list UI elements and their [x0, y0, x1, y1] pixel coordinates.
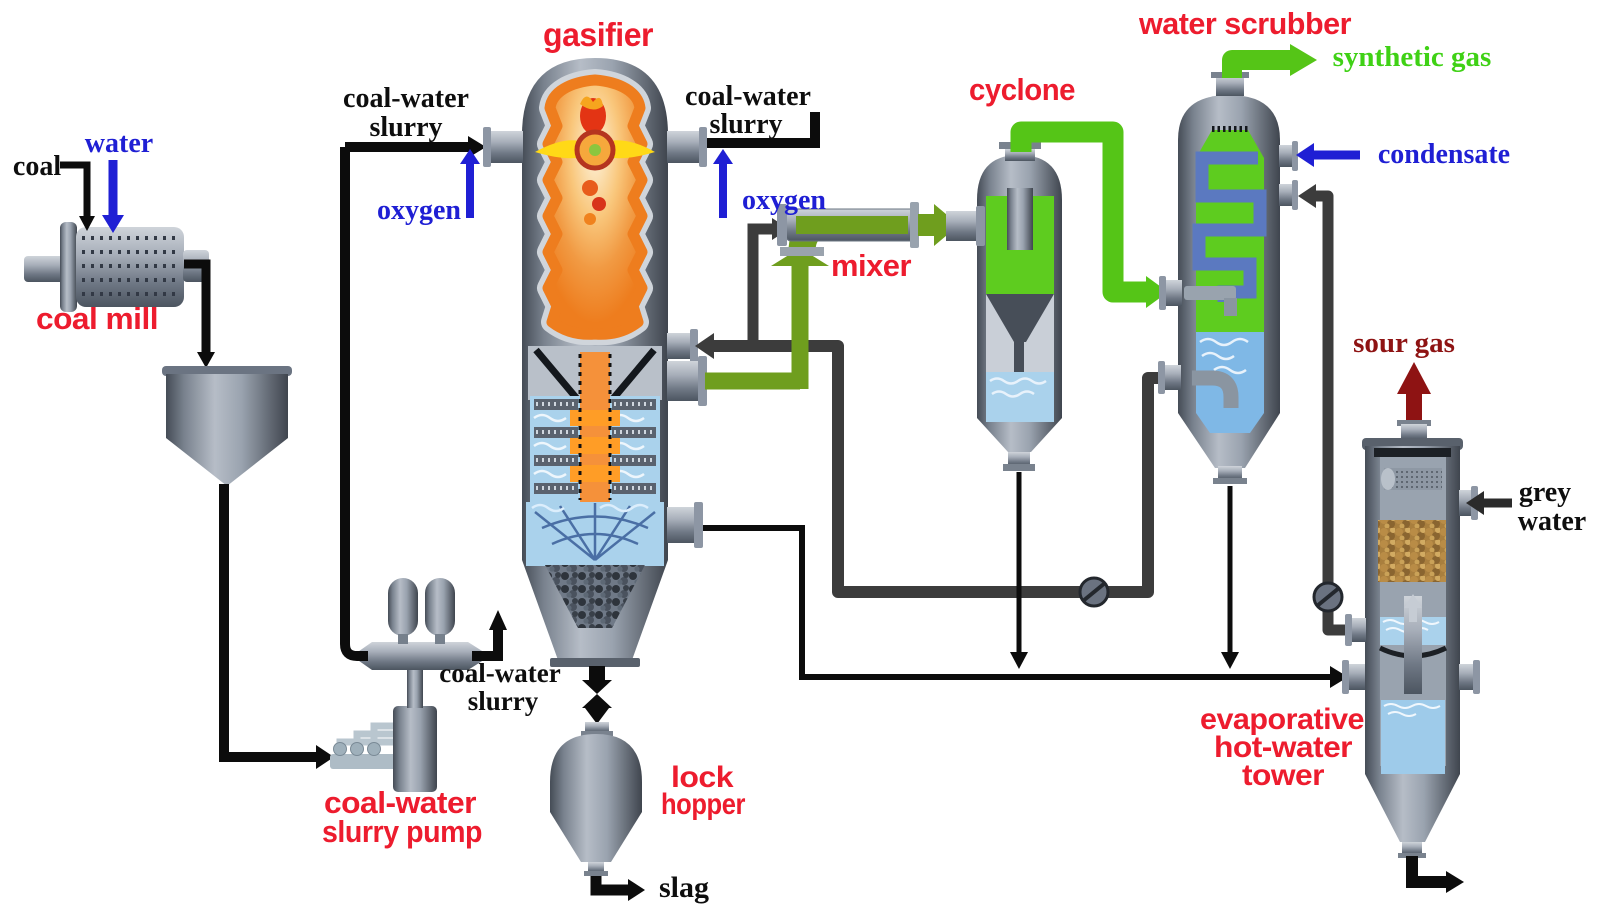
pump-slurry-label-1: coal-water	[439, 658, 560, 688]
pump-shaft	[407, 658, 423, 708]
coal-water-slurry-pump	[330, 578, 490, 792]
lock-hopper-label-2: hopper	[661, 788, 746, 821]
coal-feed-line	[60, 161, 95, 231]
scrubber-drain-arrowhead	[1221, 652, 1239, 669]
oxygen-right-label: oxygen	[742, 185, 826, 216]
synthetic-gas-label: synthetic gas	[1333, 41, 1492, 73]
tower-lower-water	[1381, 700, 1445, 774]
gasifier-slag-pebbles	[545, 565, 645, 628]
tower-to-scrubber-pipe	[1298, 184, 1358, 636]
tower-demister-mesh	[1381, 468, 1442, 490]
pump-header	[352, 642, 490, 670]
oxygen-left-arrow	[460, 149, 480, 218]
coal-label: coal	[13, 151, 61, 182]
grey-water-line	[1466, 491, 1512, 515]
valve-icon	[1078, 576, 1110, 608]
lock-hopper-vessel	[550, 666, 645, 901]
slurry-left-label-2: slurry	[369, 112, 442, 143]
raw-gas-line	[705, 248, 829, 390]
grey-water-label-1: grey	[1519, 477, 1571, 508]
gasifier-label: gasifier	[543, 16, 654, 53]
water-scrubber-vessel	[1158, 72, 1298, 484]
tower-nozzles	[1342, 486, 1480, 694]
gasifier-web	[534, 503, 656, 561]
slurry-pump-label-2: slurry pump	[322, 814, 482, 849]
black-water-line	[703, 472, 1348, 688]
tower-chimney	[1404, 596, 1422, 694]
mill-outlet-pipe	[184, 259, 215, 368]
water-label: water	[85, 128, 153, 159]
cyclone-to-scrubber-pipe	[1010, 121, 1168, 308]
coal-arrowhead	[79, 216, 95, 231]
slurry-left-label-1: coal-water	[343, 83, 469, 114]
gasifier-vessel	[483, 58, 707, 667]
gasifier-trays	[534, 399, 656, 494]
evaporative-tower-label-3: tower	[1242, 759, 1325, 792]
evaporative-tower-label-1: evaporative	[1200, 703, 1364, 736]
flame-icon	[535, 96, 655, 225]
evaporative-tower-vessel	[1342, 362, 1480, 893]
scrubber-dipleg	[1192, 370, 1239, 408]
slurry-right-label-2: slurry	[709, 109, 782, 140]
coal-mill	[24, 222, 209, 312]
valve-icon	[1312, 581, 1344, 613]
cyclone-vessel	[946, 142, 1062, 471]
lock-hopper-label-1: lock	[671, 761, 734, 794]
tower-packing-beads	[1378, 520, 1446, 582]
condensate-line	[1296, 143, 1360, 167]
slurry-left-arrowhead	[468, 136, 486, 158]
hopper-to-pump-pipe	[219, 484, 334, 769]
pump-slurry-label-2: slurry	[468, 686, 539, 716]
slurry-pump-label-1: coal-water	[324, 785, 476, 820]
condensate-label: condensate	[1378, 139, 1510, 170]
cyclone-label: cyclone	[969, 72, 1075, 107]
cyclone-vortex-finder	[1007, 188, 1033, 250]
grey-water-label-2: water	[1518, 506, 1586, 537]
lock-hopper-valve-icon	[582, 680, 612, 694]
sour-gas-arrow	[1397, 362, 1431, 430]
slurry-right-label-1: coal-water	[685, 81, 811, 112]
oxygen-right-arrow	[713, 149, 733, 218]
evaporative-tower-label-2: hot-water	[1214, 731, 1353, 764]
raw-gas-up-arrowhead	[771, 248, 829, 266]
scrubber-nozzles	[1158, 141, 1298, 394]
cyclone-cone	[986, 294, 1054, 342]
scrubber-coil	[1192, 151, 1267, 302]
coal-mill-label: coal mill	[36, 301, 158, 336]
mill-flange-disc	[60, 222, 77, 312]
pump-accumulator-dome	[425, 578, 455, 636]
synthetic-gas-line	[1222, 44, 1317, 78]
slag-outlet	[590, 876, 645, 901]
pump-accumulator-dome	[388, 578, 418, 636]
pump-discharge-arrow	[472, 610, 507, 661]
tower-bottom-outlet	[1406, 856, 1464, 893]
water-feed-line	[102, 160, 124, 233]
mixer-label: mixer	[831, 248, 911, 283]
gasifier-nozzles	[483, 127, 707, 548]
water-arrowhead	[102, 215, 124, 233]
mill-shaft	[24, 256, 66, 282]
gasifier-combustion-chamber	[535, 69, 655, 346]
cyclone-inlet-nozzle	[946, 211, 978, 241]
water-scrubber-label: water scrubber	[1138, 6, 1351, 41]
slurry-hopper	[162, 366, 292, 486]
slag-label: slag	[659, 871, 709, 904]
mixer-assembly	[777, 202, 959, 256]
cyclone-drain-arrowhead	[1010, 652, 1028, 669]
scrubber-sparger	[1184, 286, 1236, 300]
oxygen-left-label: oxygen	[377, 195, 461, 226]
recycle-line	[695, 218, 1170, 608]
slurry-riser-pipe	[340, 136, 486, 661]
sour-gas-label: sour gas	[1353, 327, 1455, 359]
gasifier-bottom-flange	[550, 658, 640, 667]
pump-body	[393, 706, 437, 792]
